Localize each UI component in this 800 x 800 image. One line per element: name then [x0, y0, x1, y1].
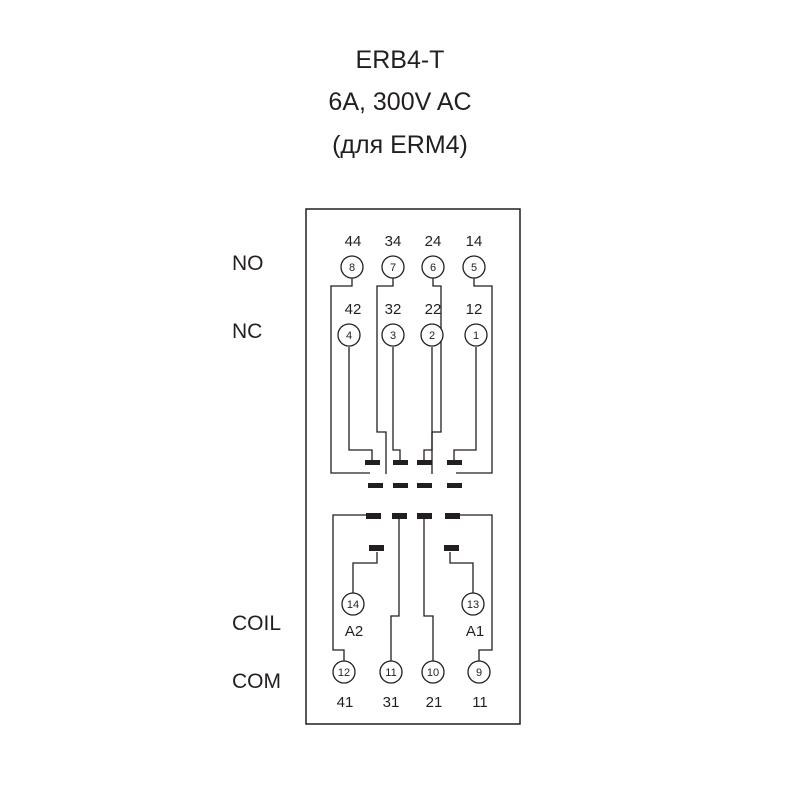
- coil-pin: 14: [341, 592, 365, 616]
- no-terminal-number: 34: [385, 233, 402, 250]
- svg-text:7: 7: [390, 262, 396, 274]
- coil-row-label: COIL: [232, 612, 281, 635]
- coil-terminal-label: A1: [466, 623, 484, 640]
- no-terminal-number: 44: [345, 233, 362, 250]
- nc-pin: 1: [464, 323, 488, 347]
- nc-terminal-number: 42: [345, 301, 362, 318]
- compatibility-note: (для ERM4): [332, 131, 468, 159]
- nc-pin: 3: [381, 323, 405, 347]
- socket-housing: [305, 208, 521, 725]
- com-pin: 11: [379, 660, 403, 684]
- nc-terminal-number: 32: [385, 301, 402, 318]
- nc-pin: 4: [337, 323, 361, 347]
- svg-text:13: 13: [467, 599, 479, 611]
- svg-text:3: 3: [390, 330, 396, 342]
- svg-text:5: 5: [471, 262, 477, 274]
- coil-terminal-label: A2: [345, 623, 363, 640]
- com-terminal-number: 41: [337, 694, 354, 711]
- model-title: ERB4-T: [356, 46, 445, 74]
- nc-terminal-number: 12: [466, 301, 483, 318]
- no-pin: 7: [381, 255, 405, 279]
- com-terminal-number: 31: [383, 694, 400, 711]
- svg-text:2: 2: [429, 330, 435, 342]
- svg-text:12: 12: [338, 667, 350, 679]
- com-pin: 12: [332, 660, 356, 684]
- contact-blocks: [365, 460, 462, 551]
- svg-text:4: 4: [346, 330, 352, 342]
- svg-text:8: 8: [349, 262, 355, 274]
- no-pin: 5: [462, 255, 486, 279]
- svg-text:6: 6: [430, 262, 436, 274]
- rating-subtitle: 6A, 300V AC: [328, 88, 471, 116]
- nc-pin: 2: [420, 323, 444, 347]
- no-pin: 6: [421, 255, 445, 279]
- no-terminal-number: 14: [466, 233, 483, 250]
- svg-text:14: 14: [347, 599, 359, 611]
- com-terminal-number: 21: [426, 694, 443, 711]
- com-terminal-number: 11: [472, 694, 488, 711]
- nc-row-label: NC: [232, 320, 262, 343]
- lower-wiring: [332, 514, 493, 661]
- svg-text:1: 1: [473, 330, 479, 342]
- com-pin: 10: [421, 660, 445, 684]
- nc-terminal-number: 22: [425, 301, 442, 318]
- svg-text:11: 11: [385, 667, 396, 679]
- svg-text:10: 10: [427, 667, 439, 679]
- com-row-label: COM: [232, 670, 281, 693]
- svg-text:9: 9: [476, 667, 482, 679]
- no-terminal-number: 24: [425, 233, 442, 250]
- no-pin: 8: [340, 255, 364, 279]
- com-pin: 9: [467, 660, 491, 684]
- coil-pin: 13: [461, 592, 485, 616]
- no-row-label: NO: [232, 252, 264, 275]
- upper-wiring: [330, 278, 493, 474]
